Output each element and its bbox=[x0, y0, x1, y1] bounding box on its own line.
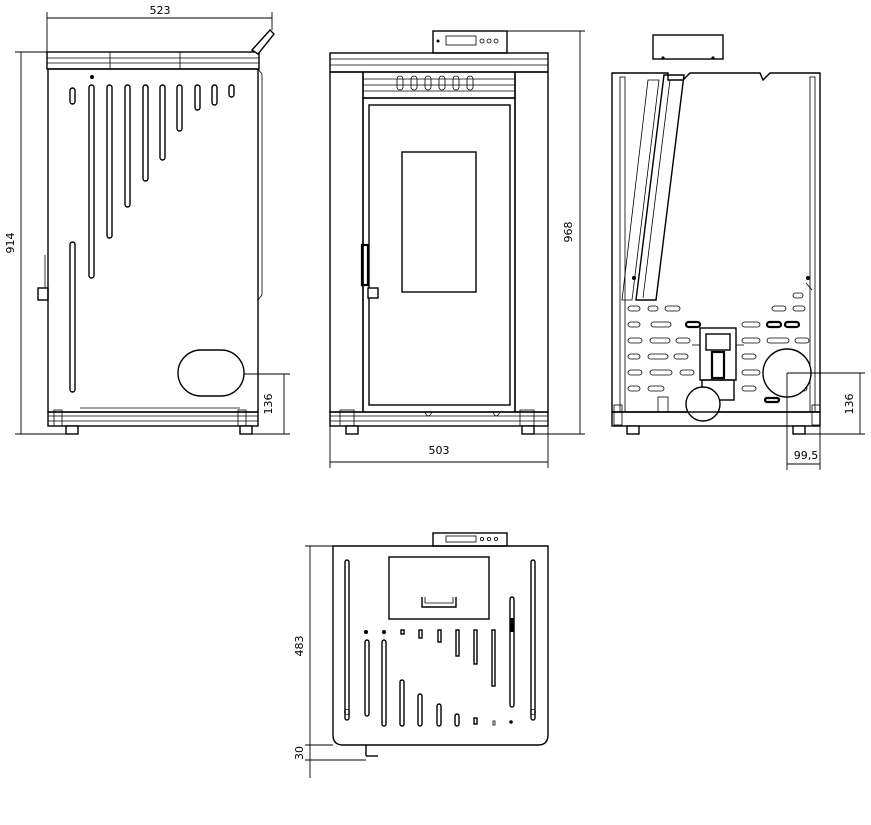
dim-front-width: 503 bbox=[429, 444, 450, 457]
dim-side-width: 523 bbox=[150, 4, 171, 17]
dim-side-flue-height: 136 bbox=[262, 394, 275, 415]
dim-front-height: 968 bbox=[562, 222, 575, 243]
rear-view: 136 99,5 bbox=[611, 34, 865, 470]
side-view: 523 914 136 bbox=[4, 4, 290, 435]
front-view: 968 503 bbox=[329, 30, 585, 468]
dim-rear-flue-height: 136 bbox=[843, 394, 856, 415]
dim-top-depth: 483 bbox=[293, 636, 306, 657]
top-view: 483 30 bbox=[293, 532, 549, 778]
dim-side-height: 914 bbox=[4, 233, 17, 254]
door-glass bbox=[401, 151, 477, 293]
dim-top-overhang: 30 bbox=[293, 746, 306, 760]
control-panel bbox=[432, 30, 508, 54]
dim-rear-flue-offset: 99,5 bbox=[794, 449, 819, 462]
